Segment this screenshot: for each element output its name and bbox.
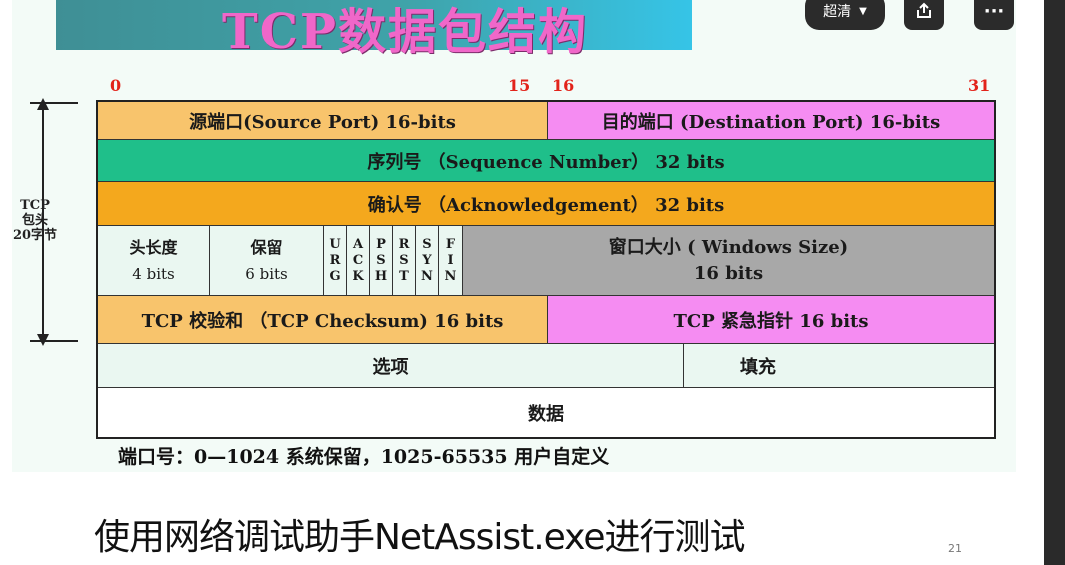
side-label-line-1: TCP xyxy=(20,198,50,213)
slide-image: TCP数据包结构 0 15 16 31 TCP 包头 20字节 源端口(Sour… xyxy=(12,0,1016,472)
flag-ack-char-1: A xyxy=(352,236,364,252)
arrow-down-icon xyxy=(37,334,49,346)
header-bottom-tick xyxy=(30,340,78,342)
flag-psh-char-1: P xyxy=(376,236,386,252)
slide-caption: 使用网络调试助手NetAssist.exe进行测试 xyxy=(94,517,746,558)
flag-psh-char-2: S xyxy=(376,252,386,268)
flag-syn-char-1: S xyxy=(422,236,432,252)
flag-urg-char-1: U xyxy=(329,236,341,252)
bit-label-0: 0 xyxy=(110,76,122,95)
header-length-bits: 4 bits xyxy=(132,264,175,283)
header-size-label: TCP 包头 20字节 xyxy=(12,198,58,243)
flag-syn-char-3: N xyxy=(421,268,433,284)
flag-urg-char-3: G xyxy=(329,268,341,284)
sequence-number-cell: 序列号 （Sequence Number） 32 bits xyxy=(98,140,994,182)
quality-label: 超清 xyxy=(823,4,852,20)
reserved-label: 保留 xyxy=(250,237,283,257)
right-scroll-rail[interactable] xyxy=(1044,0,1065,565)
bit-label-16: 16 xyxy=(552,76,575,95)
padding-cell: 填充 xyxy=(684,344,994,388)
header-length-label: 头长度 xyxy=(129,237,178,257)
flag-ack-char-3: K xyxy=(352,268,364,284)
tcp-header-table: 源端口(Source Port) 16-bits 目的端口 (Destinati… xyxy=(96,100,996,439)
share-icon xyxy=(917,2,931,18)
header-length-cell: 头长度 4 bits xyxy=(98,226,210,296)
flag-fin-char-1: F xyxy=(445,236,456,252)
quality-dropdown[interactable]: 超清 ▼ xyxy=(805,0,885,30)
bit-label-15: 15 xyxy=(508,76,531,95)
slide-title: TCP数据包结构 xyxy=(222,4,589,60)
ack-number-cell: 确认号 （Acknowledgement） 32 bits xyxy=(98,182,994,226)
reserved-bits: 6 bits xyxy=(245,264,288,283)
options-cell: 选项 xyxy=(98,344,684,388)
flag-ack-char-2: C xyxy=(352,252,364,268)
flag-rst-char-1: R xyxy=(398,236,410,252)
reserved-cell: 保留 6 bits xyxy=(210,226,324,296)
arrow-up-icon xyxy=(37,98,49,110)
urgent-pointer-cell: TCP 紧急指针 16 bits xyxy=(548,296,994,344)
share-button[interactable] xyxy=(904,0,944,30)
window-size-cell: 窗口大小 ( Windows Size) 16 bits xyxy=(463,226,994,296)
source-port-cell: 源端口(Source Port) 16-bits xyxy=(98,102,548,140)
flag-rst-char-2: S xyxy=(399,252,409,268)
flag-urg-char-2: R xyxy=(329,252,341,268)
checksum-cell: TCP 校验和 （TCP Checksum) 16 bits xyxy=(98,296,548,344)
header-size-arrow xyxy=(42,104,44,340)
window-size-label: 窗口大小 ( Windows Size) xyxy=(608,236,849,258)
port-range-note: 端口号：0—1024 系统保留，1025-65535 用户自定义 xyxy=(118,446,610,468)
more-icon: ··· xyxy=(983,0,1005,22)
flag-psh-char-3: H xyxy=(374,268,388,284)
flag-rst-char-3: T xyxy=(399,268,409,284)
more-button[interactable]: ··· xyxy=(974,0,1014,30)
data-cell: 数据 xyxy=(98,388,994,437)
chevron-down-icon: ▼ xyxy=(859,5,867,17)
side-label-line-3: 20字节 xyxy=(12,228,58,243)
dest-port-cell: 目的端口 (Destination Port) 16-bits xyxy=(548,102,994,140)
flag-syn-char-2: Y xyxy=(422,252,432,268)
window-size-bits: 16 bits xyxy=(693,262,764,284)
side-label-line-2: 包头 xyxy=(21,213,48,228)
header-top-tick xyxy=(30,102,78,104)
flag-fin-char-2: I xyxy=(447,252,454,268)
bit-label-31: 31 xyxy=(968,76,991,95)
page-number: 21 xyxy=(948,542,962,555)
flag-fin-char-3: N xyxy=(444,268,457,284)
title-banner xyxy=(56,0,692,50)
